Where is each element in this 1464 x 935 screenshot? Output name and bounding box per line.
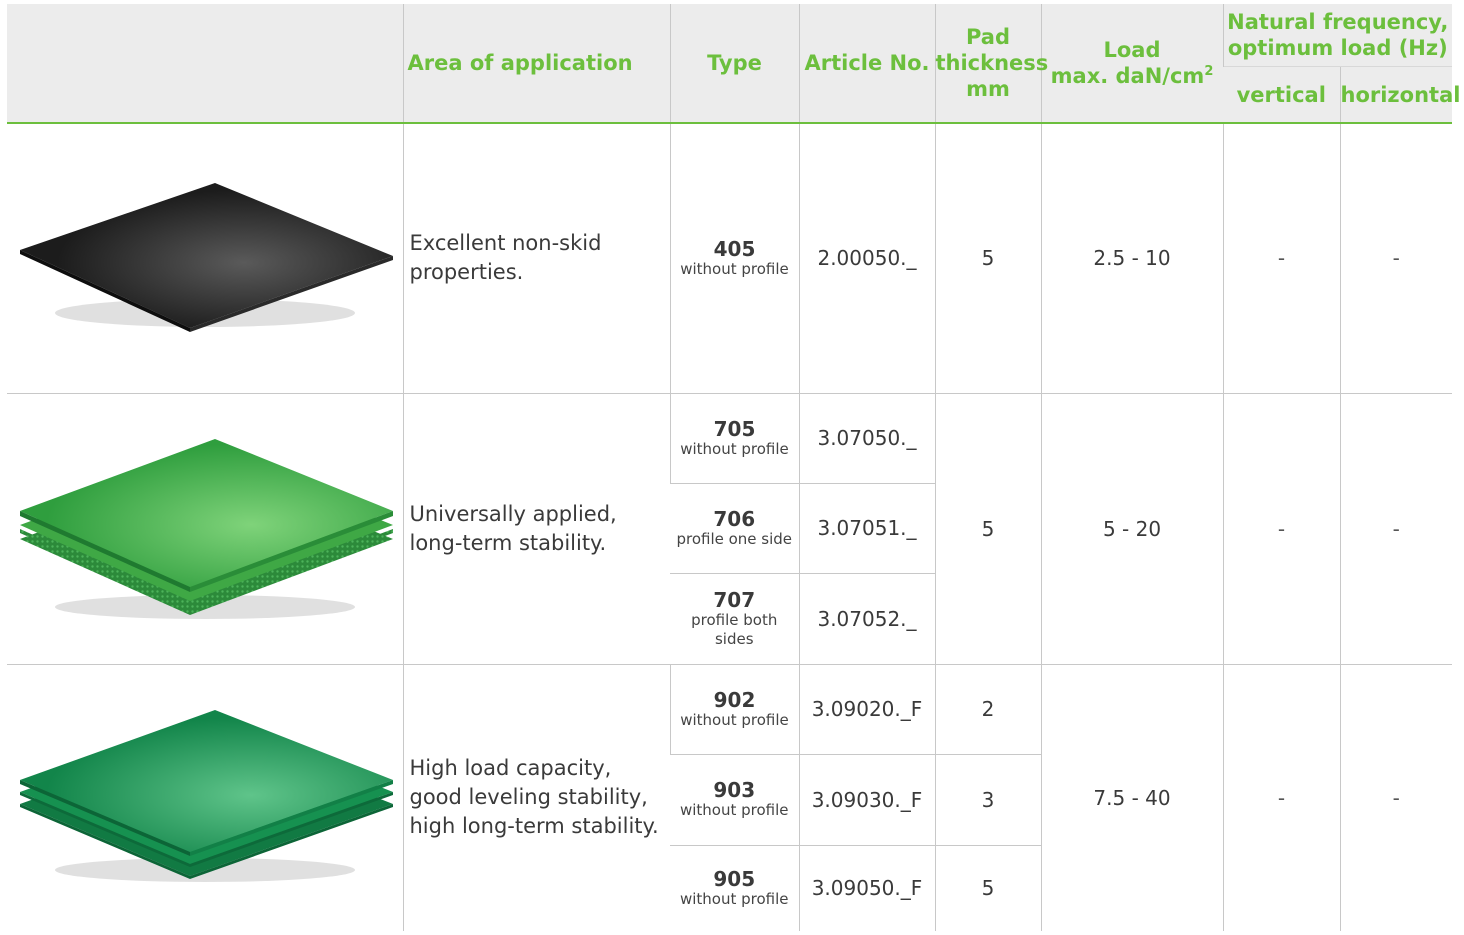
article-number: 3.09030._F: [798, 753, 935, 845]
product-row-905: 905 without profile 3.09050._F 5: [7, 844, 1452, 931]
horizontal-header: horizontal: [1339, 66, 1460, 124]
type-number: 707: [713, 587, 756, 612]
type-number: 405: [713, 236, 756, 261]
type-description: without profile: [680, 259, 789, 278]
product-row-706: 706 profile one side 3.07051._: [7, 482, 1452, 573]
type-cell: 706 profile one side: [670, 482, 799, 573]
horizontal-frequency-value: -: [1339, 122, 1453, 393]
pad-thickness-line-2: thickness: [935, 51, 1049, 75]
product-row-902: High load capacity, good leveling stabil…: [7, 663, 1453, 931]
pad-thickness-value: 5: [934, 392, 1041, 664]
type-number: 705: [713, 416, 756, 441]
natural-frequency-line-2: optimum load (Hz): [1227, 36, 1448, 60]
vertical-header: vertical: [1223, 66, 1340, 124]
article-no-header: Article No.: [798, 4, 935, 124]
article-number: 3.09050._F: [798, 844, 935, 931]
horizontal-frequency-value: -: [1339, 663, 1453, 931]
load-value: 7.5 - 40: [1040, 663, 1223, 931]
type-description: without profile: [679, 801, 789, 819]
article-number: 3.07051._: [798, 482, 935, 573]
natural-frequency-header: Natural frequency, optimum load (Hz): [1222, 4, 1453, 67]
horizontal-frequency-value: -: [1339, 392, 1453, 664]
vertical-frequency-value: -: [1222, 663, 1340, 931]
load-header-line-1: Load: [1103, 38, 1161, 62]
type-number: 905: [713, 866, 756, 891]
type-description: without profile: [680, 710, 789, 729]
application-text: Universally applied, long-term stability…: [402, 392, 670, 664]
type-description: profile both sides: [691, 610, 778, 648]
product-row-707: 707 profile both sides 3.07052._: [7, 572, 1452, 664]
load-value: 5 - 20: [1040, 392, 1223, 664]
pad-thickness-line-3: mm: [966, 77, 1010, 101]
product-image-cell: [7, 392, 403, 664]
pad-thickness-value: 5: [934, 122, 1041, 393]
product-row-405: Excellent non-skid properties. 405 witho…: [7, 122, 1453, 393]
type-description: without profile: [679, 889, 789, 908]
product-row-705: Universally applied, long-term stability…: [7, 392, 1453, 664]
type-number: 706: [713, 506, 756, 531]
pad-thickness-value: 5: [934, 844, 1041, 931]
load-header: Load max. daN/cm2: [1040, 4, 1223, 124]
type-description: without profile: [680, 439, 789, 458]
application-text: High load capacity, good leveling stabil…: [402, 663, 670, 931]
type-header: Type: [669, 4, 799, 124]
article-number: 3.09020._F: [798, 663, 935, 754]
load-header-line-2: max. daN/cm: [1050, 64, 1205, 88]
type-cell: 707 profile both sides: [670, 572, 799, 664]
type-number: 902: [713, 687, 756, 712]
type-cell: 405 without profile: [669, 122, 799, 393]
pad-thickness-line-1: Pad: [965, 25, 1011, 49]
type-cell: 905 without profile: [670, 844, 799, 931]
type-number: 903: [713, 778, 756, 802]
natural-frequency-line-1: Natural frequency,: [1227, 10, 1449, 34]
vertical-frequency-value: -: [1222, 122, 1340, 393]
product-image-cell: [7, 663, 403, 931]
load-value: 2.5 - 10: [1040, 122, 1223, 393]
product-image-cell: [7, 122, 403, 393]
product-row-903: 903 without profile 3.09030._F 3: [7, 753, 1452, 845]
type-cell: 705 without profile: [669, 392, 799, 483]
area-of-application-header: Area of application: [402, 4, 670, 124]
pad-thickness-value: 2: [934, 663, 1041, 754]
black-rubber-pad-image: [19, 183, 393, 333]
type-cell: 902 without profile: [669, 663, 799, 754]
article-number: 2.00050._: [798, 122, 935, 393]
pad-thickness-header: Pad thickness mm: [934, 4, 1048, 124]
application-text: Excellent non-skid properties.: [402, 122, 670, 393]
dark-green-pad-stack-image: [19, 709, 393, 882]
load-header-superscript: 2: [1204, 64, 1214, 79]
pad-thickness-value: 3: [934, 753, 1041, 845]
green-profiled-pad-stack-image: [19, 438, 393, 619]
type-cell: 903 without profile: [670, 753, 799, 845]
image-column-header: [7, 4, 403, 124]
type-description: profile one side: [676, 529, 793, 548]
product-spec-table: Area of application Type Article No. Pad…: [7, 4, 1460, 931]
article-number: 3.07052._: [798, 572, 935, 664]
vertical-frequency-value: -: [1222, 392, 1340, 664]
article-number: 3.07050._: [798, 392, 935, 483]
